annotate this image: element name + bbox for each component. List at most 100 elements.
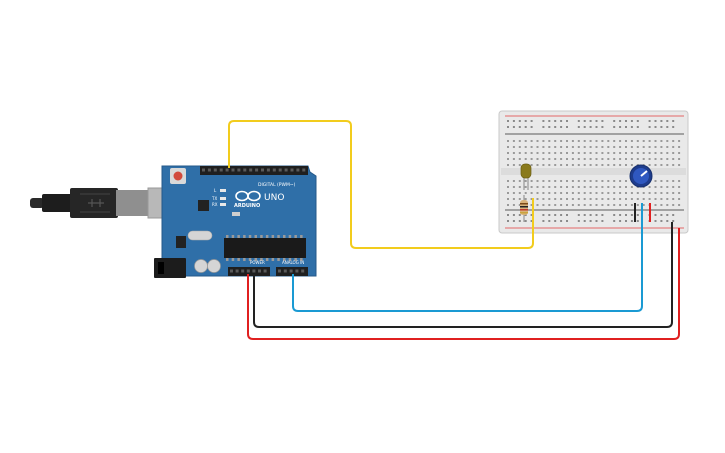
hole[interactable]: [654, 152, 657, 154]
hole[interactable]: [512, 140, 515, 142]
hole[interactable]: [660, 192, 663, 194]
hole[interactable]: [548, 146, 551, 148]
hole[interactable]: [255, 168, 259, 172]
hole[interactable]: [536, 198, 539, 200]
led-component[interactable]: [520, 163, 532, 190]
hole[interactable]: [542, 126, 545, 128]
hole[interactable]: [648, 186, 651, 188]
hole[interactable]: [554, 158, 557, 160]
hole[interactable]: [296, 168, 300, 172]
hole[interactable]: [648, 140, 651, 142]
hole[interactable]: [542, 158, 545, 160]
hole[interactable]: [595, 126, 598, 128]
hole[interactable]: [583, 198, 586, 200]
hole[interactable]: [636, 204, 639, 206]
hole[interactable]: [577, 204, 580, 206]
arduino-uno-board[interactable]: DIGITAL (PWM~) L TX RX ARDUINO UNO: [30, 165, 317, 278]
hole[interactable]: [577, 180, 580, 182]
hole[interactable]: [577, 120, 580, 122]
hole[interactable]: [524, 146, 527, 148]
hole[interactable]: [507, 158, 509, 160]
hole[interactable]: [630, 126, 633, 128]
resistor-component[interactable]: [520, 195, 528, 222]
hole[interactable]: [636, 214, 639, 216]
hole[interactable]: [583, 140, 586, 142]
hole[interactable]: [595, 192, 598, 194]
hole[interactable]: [601, 146, 604, 148]
hole[interactable]: [512, 158, 515, 160]
hole[interactable]: [566, 158, 568, 160]
hole[interactable]: [530, 204, 533, 206]
hole[interactable]: [507, 146, 509, 148]
hole[interactable]: [642, 204, 645, 206]
hole[interactable]: [660, 120, 663, 122]
hole[interactable]: [524, 186, 527, 188]
hole[interactable]: [607, 164, 610, 166]
hole[interactable]: [660, 152, 663, 154]
hole[interactable]: [542, 140, 545, 142]
hole[interactable]: [595, 220, 598, 222]
hole[interactable]: [512, 192, 515, 194]
hole[interactable]: [548, 152, 551, 154]
hole[interactable]: [583, 146, 586, 148]
hole[interactable]: [266, 168, 270, 172]
hole[interactable]: [589, 164, 592, 166]
hole[interactable]: [630, 186, 633, 188]
hole[interactable]: [542, 186, 545, 188]
hole[interactable]: [518, 146, 521, 148]
hole[interactable]: [560, 192, 563, 194]
hole[interactable]: [571, 204, 574, 206]
hole[interactable]: [536, 152, 539, 154]
hole[interactable]: [607, 152, 610, 154]
hole[interactable]: [666, 120, 669, 122]
hole[interactable]: [507, 214, 509, 216]
hole[interactable]: [636, 158, 639, 160]
hole[interactable]: [666, 126, 669, 128]
hole[interactable]: [283, 269, 287, 273]
hole[interactable]: [524, 198, 527, 200]
hole[interactable]: [625, 198, 627, 200]
hole[interactable]: [642, 192, 645, 194]
hole[interactable]: [595, 198, 598, 200]
hole[interactable]: [560, 198, 563, 200]
hole[interactable]: [524, 152, 527, 154]
hole[interactable]: [560, 146, 563, 148]
hole[interactable]: [512, 126, 515, 128]
hole[interactable]: [524, 120, 527, 122]
hole[interactable]: [548, 120, 551, 122]
hole[interactable]: [542, 120, 545, 122]
hole[interactable]: [660, 214, 663, 216]
hole[interactable]: [589, 126, 592, 128]
hole[interactable]: [583, 126, 586, 128]
hole[interactable]: [625, 152, 627, 154]
hole[interactable]: [518, 220, 521, 222]
hole[interactable]: [619, 180, 622, 182]
hole[interactable]: [577, 126, 580, 128]
hole[interactable]: [577, 140, 580, 142]
hole[interactable]: [542, 204, 545, 206]
hole[interactable]: [672, 146, 675, 148]
hole[interactable]: [625, 204, 627, 206]
hole[interactable]: [301, 269, 305, 273]
hole[interactable]: [507, 186, 509, 188]
hole[interactable]: [619, 140, 622, 142]
hole[interactable]: [595, 204, 598, 206]
hole[interactable]: [263, 269, 267, 273]
hole[interactable]: [636, 220, 639, 222]
hole[interactable]: [642, 140, 645, 142]
hole[interactable]: [595, 180, 598, 182]
hole[interactable]: [302, 168, 306, 172]
hole[interactable]: [518, 180, 521, 182]
hole[interactable]: [518, 198, 521, 200]
hole[interactable]: [625, 214, 627, 216]
hole[interactable]: [672, 220, 675, 222]
hole[interactable]: [554, 152, 557, 154]
hole[interactable]: [566, 152, 568, 154]
hole[interactable]: [577, 146, 580, 148]
hole[interactable]: [678, 186, 681, 188]
hole[interactable]: [619, 204, 622, 206]
hole[interactable]: [660, 158, 663, 160]
hole[interactable]: [560, 220, 563, 222]
hole[interactable]: [607, 198, 610, 200]
hole[interactable]: [583, 180, 586, 182]
